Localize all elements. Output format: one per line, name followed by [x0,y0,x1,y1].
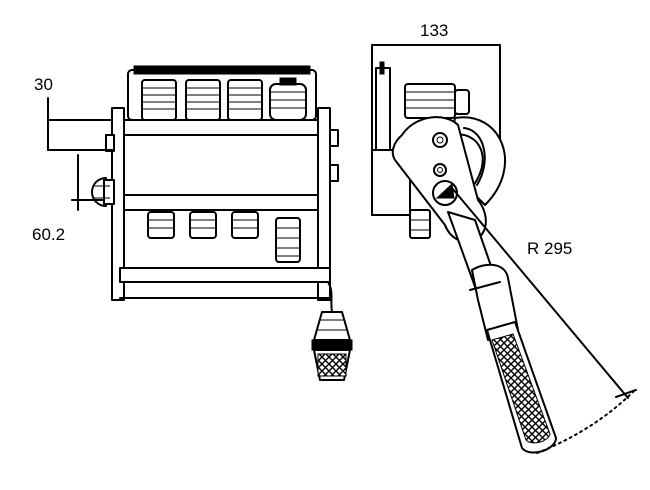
bottom-connectors [147,211,301,263]
dimension-60-2-label: 60.2 [32,225,66,244]
main-body [119,119,331,211]
top-cover-rim [133,65,311,75]
dimension-r295-label: R 295 [527,239,573,258]
front-view [91,65,353,381]
radius-line [451,187,629,399]
lower-bar [119,267,331,283]
knob [91,177,115,207]
dimension-30-label: 30 [34,75,53,94]
top-connectors [141,77,307,121]
front-dimension-lines [47,97,113,211]
dimension-133-label: 133 [420,21,449,40]
cable-plug [311,281,353,381]
right-side-plate [317,107,331,301]
hook [451,116,506,206]
side-top-connector [404,83,456,119]
radius-arc [536,389,636,454]
grip-knurl [491,333,551,444]
side-view [371,44,637,454]
